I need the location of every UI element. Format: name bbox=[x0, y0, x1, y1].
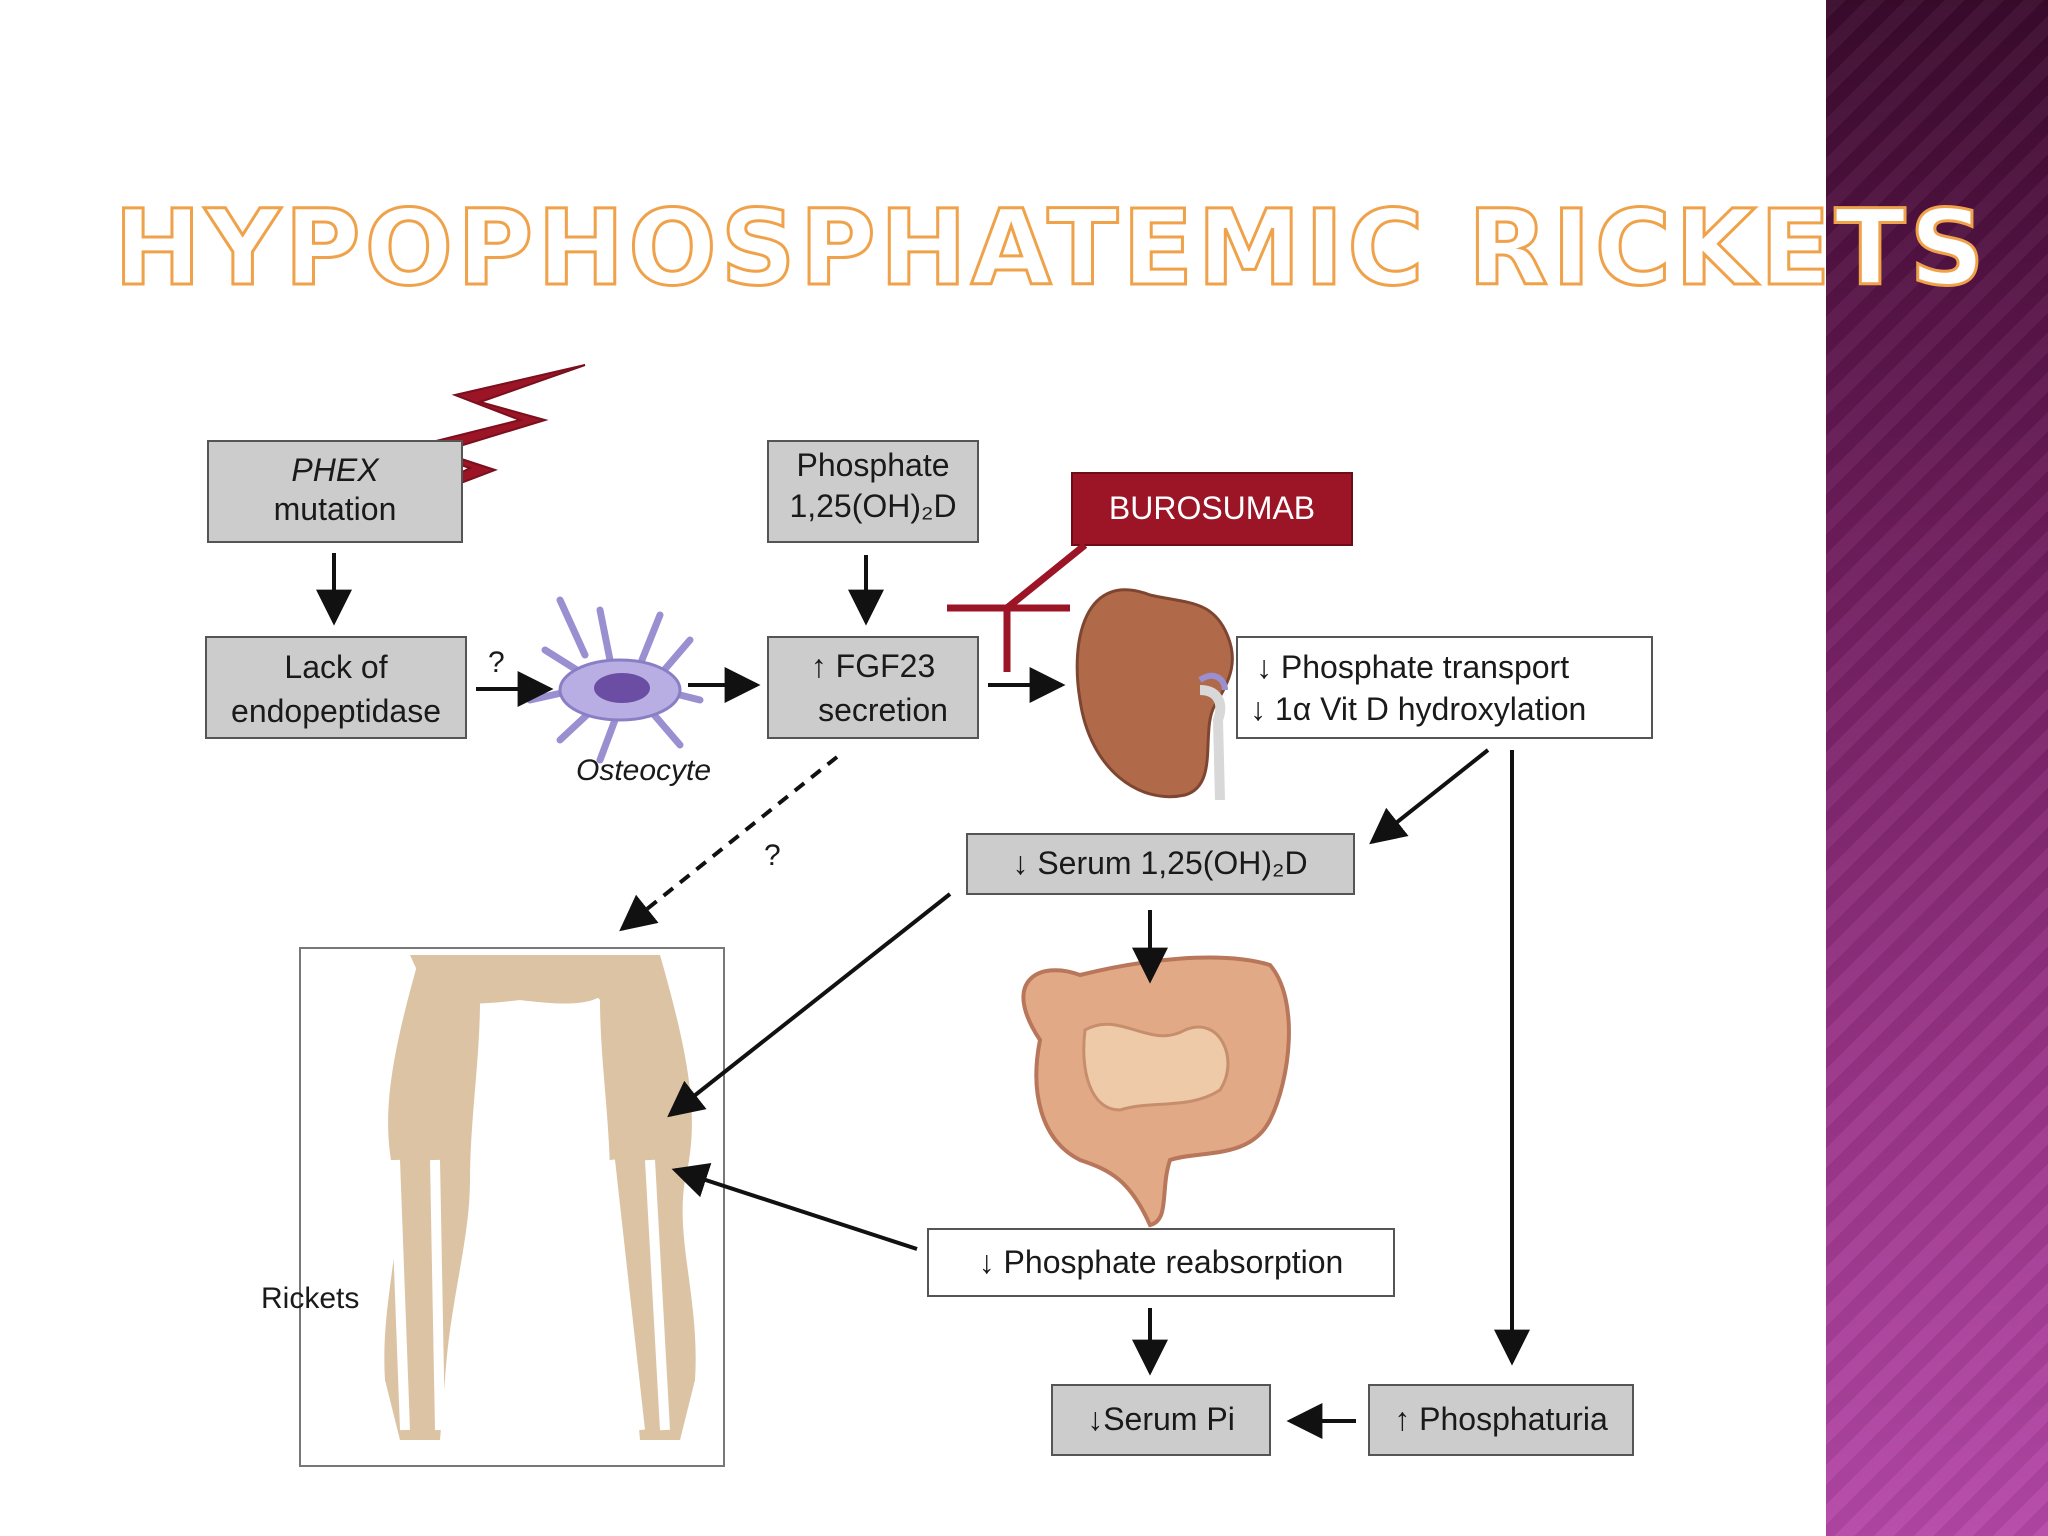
svg-text:BUROSUMAB: BUROSUMAB bbox=[1109, 490, 1315, 526]
phex-mutation-box: PHEX mutation bbox=[207, 440, 463, 543]
unknown-mark-dashed: ? bbox=[764, 839, 781, 872]
svg-text:↑ FGF23: ↑ FGF23 bbox=[811, 648, 935, 684]
burosumab-inhibition-line bbox=[947, 542, 1088, 672]
svg-text:endopeptidase: endopeptidase bbox=[231, 693, 441, 729]
svg-text:↓Serum Pi: ↓Serum Pi bbox=[1087, 1401, 1235, 1437]
kidney-illustration bbox=[1075, 588, 1234, 801]
svg-text:Lack of: Lack of bbox=[284, 649, 387, 685]
fgf23-secretion-box: ↑ FGF23 secretion bbox=[767, 636, 979, 739]
burosumab-box: BUROSUMAB bbox=[1071, 472, 1353, 546]
flow-arrows bbox=[316, 553, 1530, 1439]
svg-text:↑ Phosphaturia: ↑ Phosphaturia bbox=[1394, 1401, 1608, 1437]
svg-text:↓ Phosphate reabsorption: ↓ Phosphate reabsorption bbox=[979, 1244, 1344, 1280]
intestine-illustration bbox=[1021, 955, 1291, 1228]
osteocyte-illustration: Osteocyte bbox=[526, 596, 711, 787]
slide-title: Hypophosphatemic Rickets bbox=[113, 187, 1989, 309]
phosphate-box: Phosphate 1,25(OH)₂D bbox=[767, 440, 979, 543]
rickets-label: Rickets bbox=[261, 1282, 359, 1315]
svg-text:Phosphate: Phosphate bbox=[796, 447, 949, 483]
osteocyte-label: Osteocyte bbox=[576, 754, 711, 787]
svg-text:↓ Serum 1,25(OH)₂D: ↓ Serum 1,25(OH)₂D bbox=[1012, 845, 1307, 881]
phosphaturia-box: ↑ Phosphaturia bbox=[1368, 1384, 1634, 1456]
unknown-mark-osteocyte: ? bbox=[488, 646, 505, 679]
phosphate-transport-box: ↓ Phosphate transport ↓ 1α Vit D hydroxy… bbox=[1236, 636, 1653, 739]
svg-text:mutation: mutation bbox=[274, 491, 397, 527]
decorative-side-band bbox=[1826, 0, 2048, 1536]
lack-of-endopeptidase-box: Lack of endopeptidase bbox=[205, 636, 467, 739]
svg-text:1,25(OH)₂D: 1,25(OH)₂D bbox=[789, 488, 956, 524]
serum-vitamin-d-box: ↓ Serum 1,25(OH)₂D bbox=[966, 833, 1355, 895]
svg-text:PHEX: PHEX bbox=[291, 452, 380, 488]
phosphate-reabsorption-box: ↓ Phosphate reabsorption bbox=[927, 1228, 1395, 1297]
rickets-legs-illustration: Rickets bbox=[261, 947, 725, 1467]
svg-text:secretion: secretion bbox=[818, 692, 948, 728]
svg-text:↓ Phosphate transport: ↓ Phosphate transport bbox=[1256, 649, 1569, 685]
svg-text:↓ 1α Vit D hydroxylation: ↓ 1α Vit D hydroxylation bbox=[1250, 691, 1586, 727]
serum-pi-box: ↓Serum Pi bbox=[1051, 1384, 1271, 1456]
